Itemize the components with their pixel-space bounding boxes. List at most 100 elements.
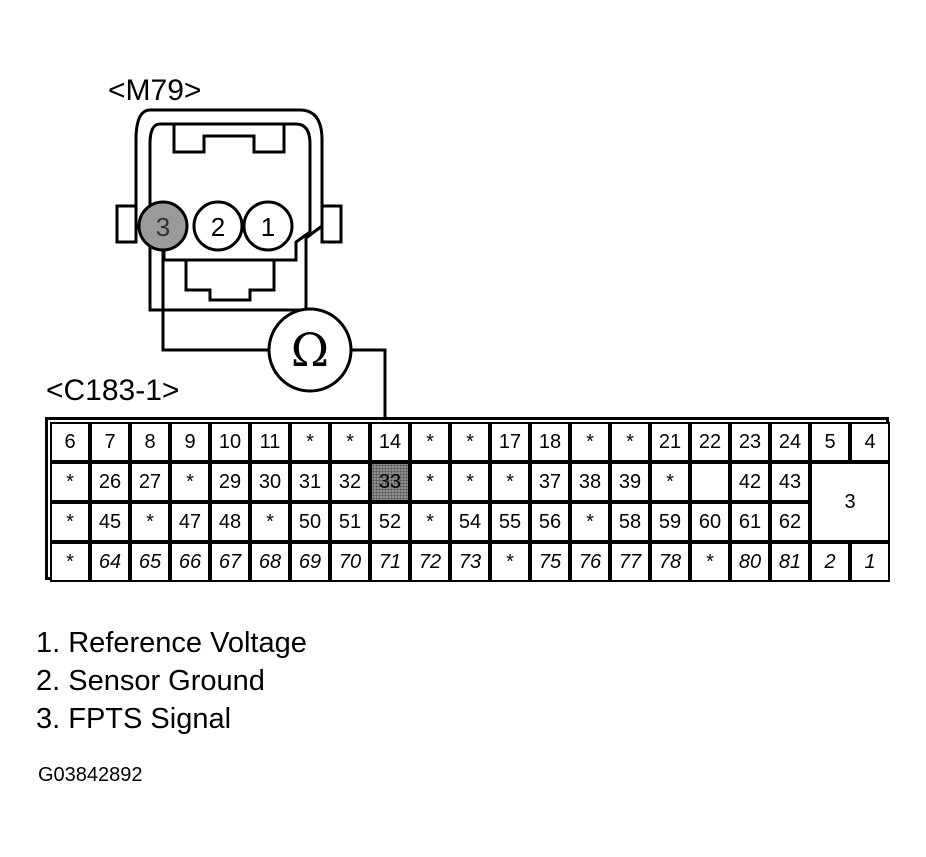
ecm-pin-cell: * — [690, 542, 730, 582]
ecm-pin-cell: 43 — [770, 462, 810, 502]
sensor-pin-2-cavity — [192, 200, 244, 252]
ecm-pin-cell: * — [650, 462, 690, 502]
ecm-pin-cell: 47 — [170, 502, 210, 542]
ecm-pin-cell: 51 — [330, 502, 370, 542]
ecm-pin-cell: 72 — [410, 542, 450, 582]
ecm-pin-cell: 67 — [210, 542, 250, 582]
ohmmeter-symbol — [267, 307, 353, 393]
side-flange-right — [320, 204, 343, 244]
ecm-pin-cell: 73 — [450, 542, 490, 582]
ecm-pin-cell: 14 — [370, 422, 410, 462]
ecm-pin-cell: * — [610, 422, 650, 462]
ecm-pin-cell-merged: 3 — [810, 462, 890, 542]
ecm-pin-cell: 24 — [770, 422, 810, 462]
ecm-pin-cell: 6 — [50, 422, 90, 462]
ecm-pin-cell: 29 — [210, 462, 250, 502]
ecm-pin-cell — [690, 462, 730, 502]
ecm-pin-cell: 26 — [90, 462, 130, 502]
ecm-pin-cell: * — [490, 542, 530, 582]
ecm-pin-cell: 54 — [450, 502, 490, 542]
side-flange-left — [115, 204, 138, 244]
ecm-pin-cell: 56 — [530, 502, 570, 542]
ecm-pin-cell: 37 — [530, 462, 570, 502]
connector-latch — [172, 124, 286, 154]
ecm-pin-cell: 50 — [290, 502, 330, 542]
ecm-pin-cell: 60 — [690, 502, 730, 542]
ecm-pin-cell: 32 — [330, 462, 370, 502]
ecm-pin-cell: 11 — [250, 422, 290, 462]
ecm-pin-cell: 18 — [530, 422, 570, 462]
ecm-pin-cell: 23 — [730, 422, 770, 462]
sensor-pin-1-cavity — [242, 200, 294, 252]
ecm-pin-cell: 10 — [210, 422, 250, 462]
ecm-pin-cell: 81 — [770, 542, 810, 582]
legend-item: 3. FPTS Signal — [36, 703, 232, 735]
ecm-pin-cell: * — [50, 502, 90, 542]
ecm-pin-cell: 17 — [490, 422, 530, 462]
legend-item: 2. Sensor Ground — [36, 665, 265, 697]
sensor-pin-1-label: 1 — [261, 212, 275, 242]
ecm-pin-cell: 5 — [810, 422, 850, 462]
ecm-pin-cell: 71 — [370, 542, 410, 582]
sensor-pin-2-label: 2 — [211, 212, 225, 242]
ecm-pin-cell: 4 — [850, 422, 890, 462]
ecm-pin-cell: 27 — [130, 462, 170, 502]
ecm-pin-cell: 9 — [170, 422, 210, 462]
ecm-pin-cell: 65 — [130, 542, 170, 582]
ohm-icon: Ω — [291, 323, 329, 377]
ecm-pin-cell: 64 — [90, 542, 130, 582]
ecm-pin-cell: 52 — [370, 502, 410, 542]
ecm-pin-cell: 62 — [770, 502, 810, 542]
ecm-pin-cell: 7 — [90, 422, 130, 462]
ecm-pin-cell: 75 — [530, 542, 570, 582]
ecm-pin-cell: 59 — [650, 502, 690, 542]
ecm-pin-cell: 42 — [730, 462, 770, 502]
ecm-pin-cell: * — [410, 502, 450, 542]
ecm-pin-cell: * — [410, 462, 450, 502]
pin-legend: 1. Reference Voltage 2. Sensor Ground 3.… — [36, 624, 307, 738]
ecm-pin-cell: * — [290, 422, 330, 462]
ecm-pin-cell: 30 — [250, 462, 290, 502]
ecm-connector-label: <C183-1> — [46, 374, 180, 407]
ecm-pin-cell: * — [50, 462, 90, 502]
ecm-pin-cell: * — [410, 422, 450, 462]
ecm-pin-cell: * — [130, 502, 170, 542]
ecm-pin-cell: 69 — [290, 542, 330, 582]
ecm-pin-cell: 55 — [490, 502, 530, 542]
ecm-pin-cell: * — [490, 462, 530, 502]
ecm-pin-cell: 45 — [90, 502, 130, 542]
ecm-pin-cell: * — [250, 502, 290, 542]
ecm-pin-cell: 1 — [850, 542, 890, 582]
ecm-pin-cell: * — [570, 422, 610, 462]
connector-inner-shell — [148, 122, 312, 262]
ecm-pin-cell: 38 — [570, 462, 610, 502]
connector-bottom-tabs — [184, 260, 276, 302]
ecm-pin-cell: * — [330, 422, 370, 462]
ecm-pin-cell: 39 — [610, 462, 650, 502]
ecm-pin-cell: 78 — [650, 542, 690, 582]
test-lead-sensor — [161, 250, 268, 352]
ecm-pin-cell: 80 — [730, 542, 770, 582]
ecm-pin-cell: 76 — [570, 542, 610, 582]
ecm-pin-cell: 2 — [810, 542, 850, 582]
ecm-pin-cell: 48 — [210, 502, 250, 542]
ecm-pin-cell: 21 — [650, 422, 690, 462]
ecm-pin-cell: 61 — [730, 502, 770, 542]
ecm-pin-cell: 33 — [370, 462, 410, 502]
legend-item: 1. Reference Voltage — [36, 627, 307, 659]
ecm-pin-cell: 77 — [610, 542, 650, 582]
ecm-pin-cell: 66 — [170, 542, 210, 582]
ecm-pin-cell: 68 — [250, 542, 290, 582]
ecm-pin-cell: * — [50, 542, 90, 582]
ecm-pin-cell: * — [170, 462, 210, 502]
ecm-pin-cell: * — [570, 502, 610, 542]
sensor-pin-3-label: 3 — [156, 212, 170, 242]
ecm-pin-cell: 22 — [690, 422, 730, 462]
connector-label: <M79> — [108, 74, 202, 107]
ecm-pin-cell: 31 — [290, 462, 330, 502]
ecm-pin-cell: * — [450, 422, 490, 462]
figure-id: G03842892 — [38, 764, 143, 786]
ecm-pin-cell: 8 — [130, 422, 170, 462]
